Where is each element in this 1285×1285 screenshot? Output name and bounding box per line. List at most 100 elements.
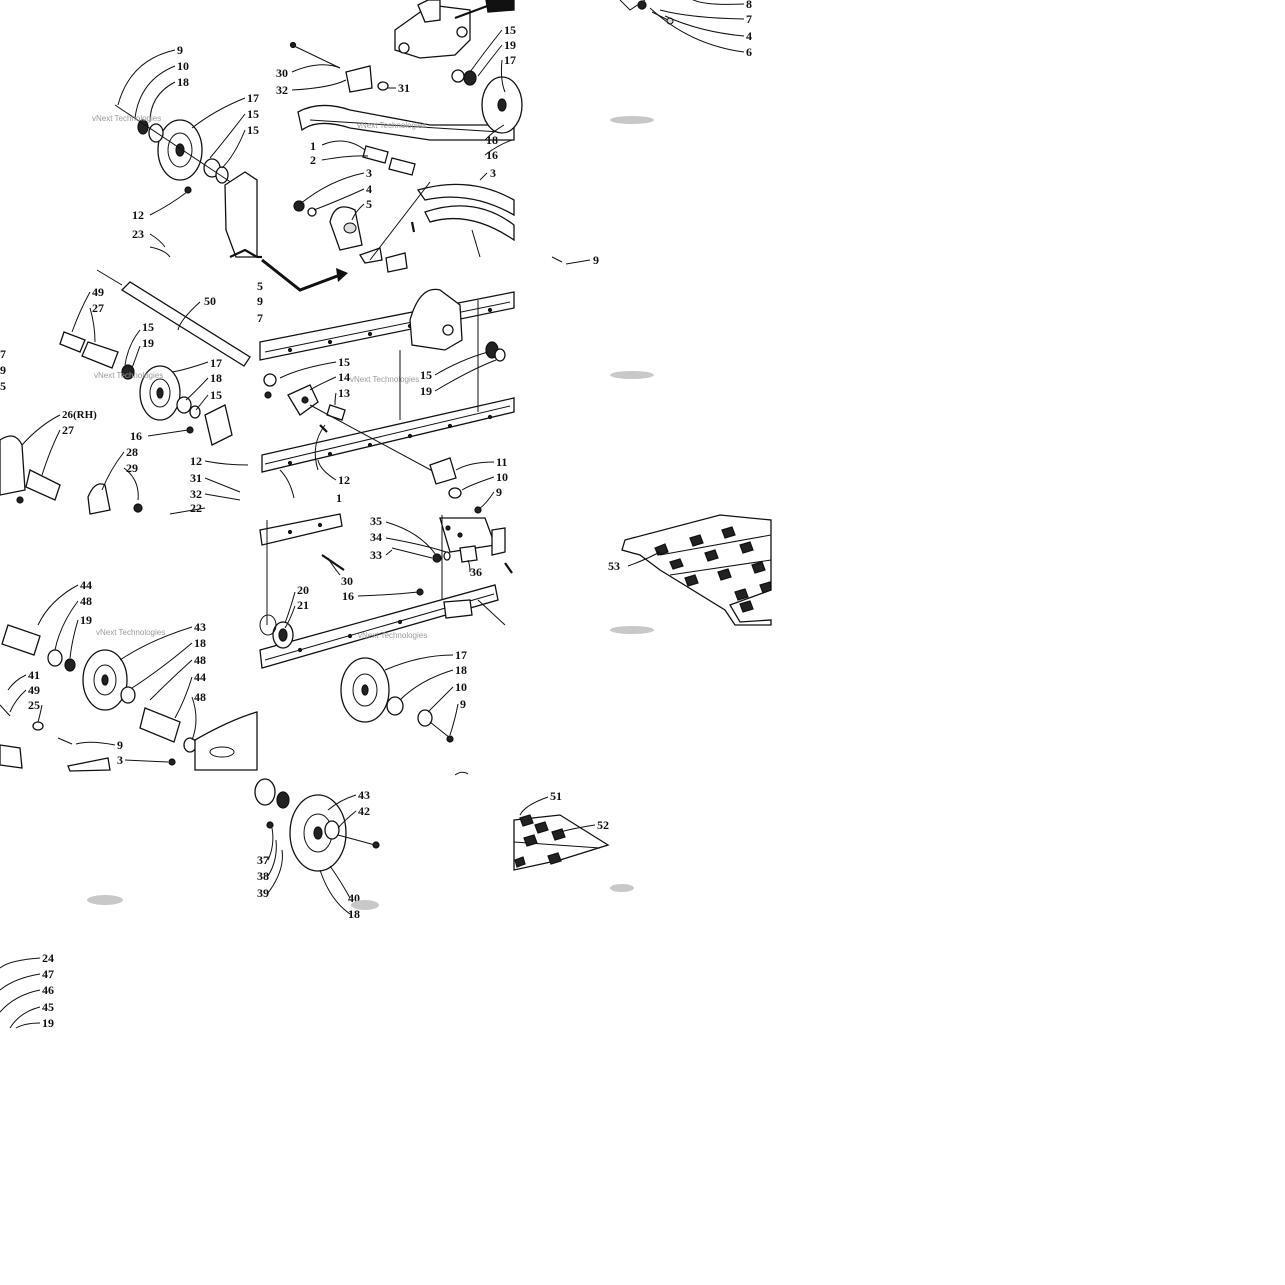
callout: 19 [142,336,154,350]
callout: 19 [420,384,432,398]
rail-block-and-axle [263,373,482,514]
track-belt-segment [621,514,772,626]
callout: 12 [190,454,202,468]
callout: 48 [194,690,206,704]
callout: 48 [80,594,92,608]
callout: 1 [336,491,342,505]
callout: 15 [210,388,222,402]
callout: 16 [486,148,498,162]
callout: 26(RH) [62,409,97,421]
watermark: vNext Technologies [350,375,419,384]
callout: 9 [0,363,6,377]
bogie-wheel-assembly [254,771,469,872]
callout: 3 [366,166,372,180]
tile-1: 9 10 18 17 15 15 12 23 [114,43,259,258]
callout: 44 [80,578,92,592]
callout: 32 [276,83,288,97]
callout: 5 [366,197,372,211]
watermark: vNext Technologies [358,631,427,640]
tile-12: 51 52 [513,789,610,871]
watermark: vNext Technologies [94,371,163,380]
shock-mount-hardware [391,515,513,626]
tile-4: 49 27 50 15 19 17 18 15 26(RH) 27 28 29 … [0,269,251,515]
tile-7: 44 48 19 43 18 48 44 48 41 49 25 9 3 [0,578,258,772]
callout: 9 [593,253,599,267]
callout: 16 [130,429,142,443]
callout: 8 [746,0,752,11]
callout: 51 [550,789,562,803]
callout: 14 [338,370,350,384]
callout: 52 [597,818,609,832]
callout: 53 [608,559,620,573]
callout: 49 [92,285,104,299]
rear-axle-shaft [96,269,251,367]
callout-labels-t7: 44 48 19 43 18 48 44 48 41 49 25 9 3 [28,578,206,767]
callout: 15 [420,368,432,382]
callout-leaders-t13 [0,957,41,1029]
callout: 3 [490,166,496,180]
callout-leaders-t8 [284,521,471,736]
callout: 6 [746,45,752,59]
callout: 15 [504,23,516,37]
rear-rail-curved [369,181,515,261]
callout: 49 [28,683,40,697]
callout: 7 [746,12,752,26]
callout: 19 [504,38,516,52]
callout-labels-t1: 9 10 18 17 15 15 12 23 [132,43,259,241]
callout: 46 [42,983,54,997]
callout: 28 [126,445,138,459]
callout: 23 [132,227,144,241]
callout: 19 [42,1016,54,1030]
callout: 47 [42,967,54,981]
callout-leaders-t5 [279,351,497,509]
callout: 25 [28,698,40,712]
callout-labels-t8: 35 34 33 36 30 20 21 16 17 18 10 9 [297,514,482,711]
rear-bracket-lh [409,288,506,362]
watermark-faded-marks [87,116,654,910]
tile-2: 30 32 31 1 2 3 4 5 15 19 17 18 16 3 [257,0,523,273]
callout: 10 [177,59,189,73]
callout: 30 [276,66,288,80]
callout: 32 [190,487,202,501]
callout-labels-t4: 49 27 50 15 19 17 18 15 26(RH) 27 28 29 … [0,285,222,515]
callout: 9 [257,294,263,308]
callout: 15 [247,123,259,137]
callout: 18 [455,663,467,677]
callout: 5 [0,379,6,393]
callout: 18 [348,907,360,921]
track-clips [654,526,772,613]
callout-leaders-t11 [267,794,357,915]
callout: 17 [455,648,467,662]
callout: 7 [0,347,6,361]
callout: 17 [210,356,222,370]
callout: 44 [194,670,206,684]
callout: 41 [28,668,40,682]
callout: 43 [194,620,206,634]
tile-13: 24 47 46 45 19 [0,951,54,1030]
tile-11: 43 42 37 38 39 40 18 [254,771,469,921]
callout-labels-t13: 24 47 46 45 19 [42,951,54,1030]
callout: 4 [366,182,372,196]
callout-leaders-t2 [291,29,513,221]
callout: 9 [177,43,183,57]
callout: 29 [126,461,138,475]
callout: 7 [257,311,263,325]
spacers-and-wheel-rear [59,331,233,446]
callout: 17 [504,53,516,67]
callout-labels-t12: 51 52 [550,789,609,832]
callout: 30 [341,574,353,588]
callout: 15 [247,107,259,121]
slide-rail-front [297,104,515,141]
callout: 27 [92,301,104,315]
callout: 9 [117,738,123,752]
callout: 31 [190,471,202,485]
watermarks: vNext Technologies vNext Technologies vN… [87,114,654,910]
callout: 1 [310,139,316,153]
callout: 48 [194,653,206,667]
rear-bracket-rh [0,435,143,515]
callout: 50 [204,294,216,308]
callout: 24 [42,951,54,965]
callout: 38 [257,869,269,883]
callout: 12 [132,208,144,222]
